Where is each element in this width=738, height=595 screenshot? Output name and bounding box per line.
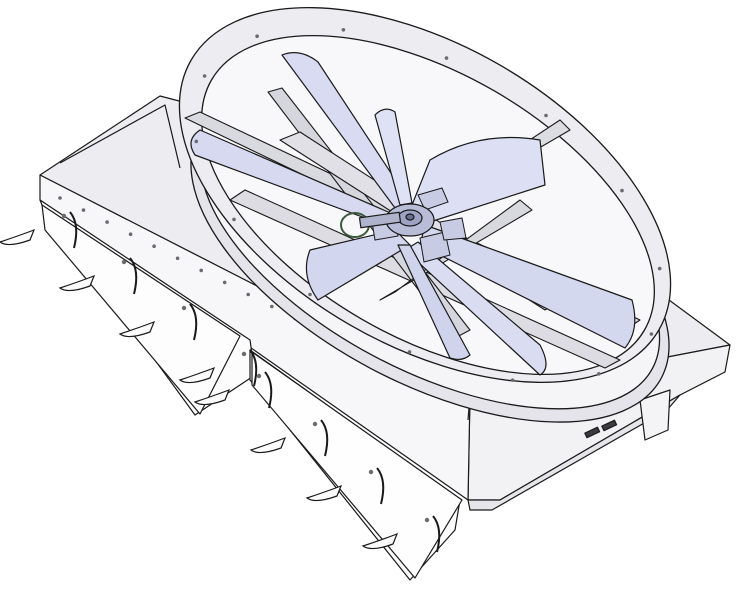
shutter-panels <box>39 199 463 581</box>
hub-center <box>405 213 415 221</box>
louver-blade-1-2 <box>58 274 96 292</box>
ring-bolt-hole <box>597 372 601 376</box>
louver-pin-2-2 <box>312 421 318 427</box>
fan-blade-6 <box>190 129 396 229</box>
ring-bolt-hole <box>341 28 346 32</box>
ring-bolt-hole <box>194 139 199 144</box>
bolt-hole-icon <box>270 304 274 309</box>
mount-plate-1 <box>417 187 449 211</box>
louver-blade-2-3 <box>305 484 343 502</box>
louver-pin-1-1 <box>61 213 67 219</box>
fan-blade-1 <box>281 52 413 213</box>
louver-blade-2-2 <box>249 436 287 454</box>
housing-top-edge <box>59 104 181 169</box>
housing-slot-1 <box>584 426 601 439</box>
drive-shaft <box>358 211 402 229</box>
fan-blade-7 <box>397 244 471 361</box>
louver-latch-1-1 <box>69 211 78 249</box>
louver-pin-2-1 <box>256 373 262 379</box>
fan-blade-4 <box>404 241 547 376</box>
ring-bolt-hole <box>407 350 412 354</box>
bolt-hole-icon <box>128 232 133 236</box>
louver-blade-2-4 <box>361 532 399 550</box>
louver-pin-2-3 <box>368 469 374 475</box>
louver-latch-1-2 <box>129 257 138 295</box>
ring-bolt-hole <box>255 34 259 38</box>
mount-plate-3 <box>439 217 467 241</box>
bolt-hole-icon <box>81 208 86 212</box>
fan-hub <box>340 203 435 238</box>
louver-pin-2-4 <box>424 517 430 523</box>
housing-slot-2 <box>601 419 618 432</box>
louver-pin-1-3 <box>181 305 187 311</box>
ring-bolt-hole <box>657 266 662 271</box>
bolt-hole-icon <box>58 196 62 200</box>
louver-latch-2-3 <box>376 467 385 505</box>
bolt-hole-icon <box>246 292 250 297</box>
bolt-hole-icon <box>199 268 203 273</box>
bolt-hole-icon <box>152 244 156 248</box>
bolt-hole-icon <box>105 220 109 224</box>
ring-bolt-hole <box>649 332 654 336</box>
louver-latch-2-4 <box>432 515 441 553</box>
mount-plate-2 <box>419 231 451 263</box>
ring-bolt-hole <box>510 378 515 383</box>
shutter-panel-right-body <box>251 351 463 579</box>
louver-latch-1-4 <box>249 349 258 387</box>
shutter-panel-left-body <box>41 204 241 415</box>
louver-latch-1-3 <box>189 303 198 341</box>
louver-pin-1-2 <box>121 259 127 265</box>
ring-bolt-hole <box>620 188 624 193</box>
louver-blade-1-1 <box>0 228 36 246</box>
louver-blade-1-3 <box>118 320 156 338</box>
fan-blade-3 <box>419 224 636 349</box>
ring-bolt-hole <box>444 56 449 60</box>
louver-pin-1-4 <box>241 351 247 357</box>
ring-bolt-hole <box>308 292 312 297</box>
fan-blade-5 <box>305 229 411 301</box>
louver-latch-2-1 <box>264 371 273 409</box>
louver-blade-1-4 <box>178 366 216 384</box>
ring-bolt-hole <box>232 217 236 222</box>
bolt-hole-icon <box>175 256 180 261</box>
housing-right-bracket <box>639 389 671 441</box>
louver-blades <box>0 211 441 553</box>
bolt-hole-icon <box>222 280 227 285</box>
ring-bolt-hole <box>544 113 548 118</box>
louver-blade-2-1 <box>193 388 231 406</box>
ring-bolt-holes <box>194 28 662 383</box>
ring-bolt-hole <box>202 74 207 78</box>
louver-latch-2-2 <box>320 419 329 457</box>
fan-blade-8 <box>374 108 413 206</box>
